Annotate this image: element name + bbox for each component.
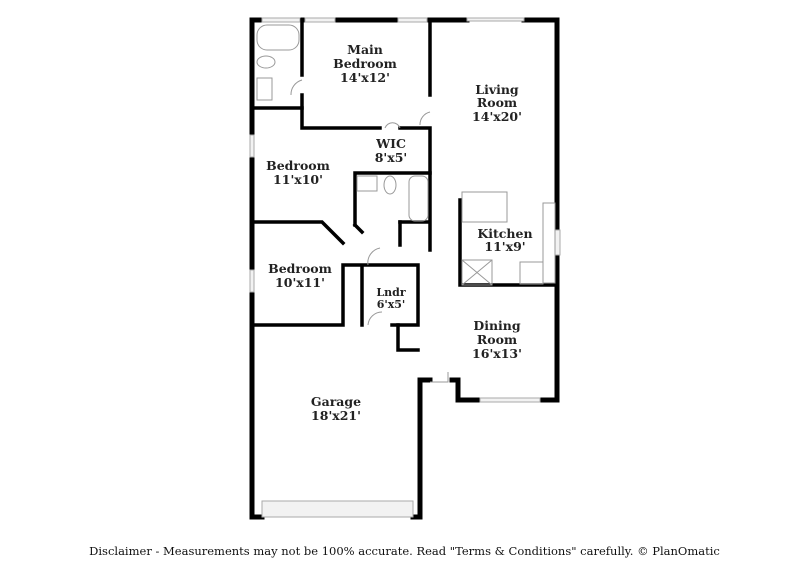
room-main-bedroom-name1: Main <box>347 42 383 57</box>
room-living-name2: Room <box>477 95 517 110</box>
room-garage-name: Garage <box>311 394 361 409</box>
room-kitchen-name: Kitchen <box>477 226 532 241</box>
room-laundry-name: Lndr <box>376 286 405 299</box>
room-kitchen-size: 11'x9' <box>484 239 525 254</box>
room-garage-size: 18'x21' <box>311 408 361 423</box>
windows <box>249 17 561 518</box>
room-living-size: 14'x20' <box>472 109 522 124</box>
exterior-walls <box>249 17 560 520</box>
disclaimer-text: Disclaimer - Measurements may not be 100… <box>89 544 720 558</box>
room-bedroom2-size: 10'x11' <box>275 275 325 290</box>
room-wic-size: 8'x5' <box>375 150 408 165</box>
fixtures <box>256 24 556 383</box>
room-labels: Main Bedroom 14'x12' Living Room 14'x20'… <box>266 42 532 423</box>
room-dining-name2: Room <box>477 332 517 347</box>
room-bedroom1-size: 11'x10' <box>273 172 323 187</box>
room-laundry-size: 6'x5' <box>377 298 406 311</box>
interior-walls <box>250 18 559 352</box>
room-dining-size: 16'x13' <box>472 346 522 361</box>
room-dining-name1: Dining <box>473 318 521 333</box>
room-main-bedroom-name2: Bedroom <box>333 56 397 71</box>
room-main-bedroom-size: 14'x12' <box>340 70 390 85</box>
room-bedroom1-name: Bedroom <box>266 158 330 173</box>
room-bedroom2-name: Bedroom <box>268 261 332 276</box>
room-living-name1: Living <box>475 82 519 97</box>
room-wic-name: WIC <box>375 136 406 151</box>
